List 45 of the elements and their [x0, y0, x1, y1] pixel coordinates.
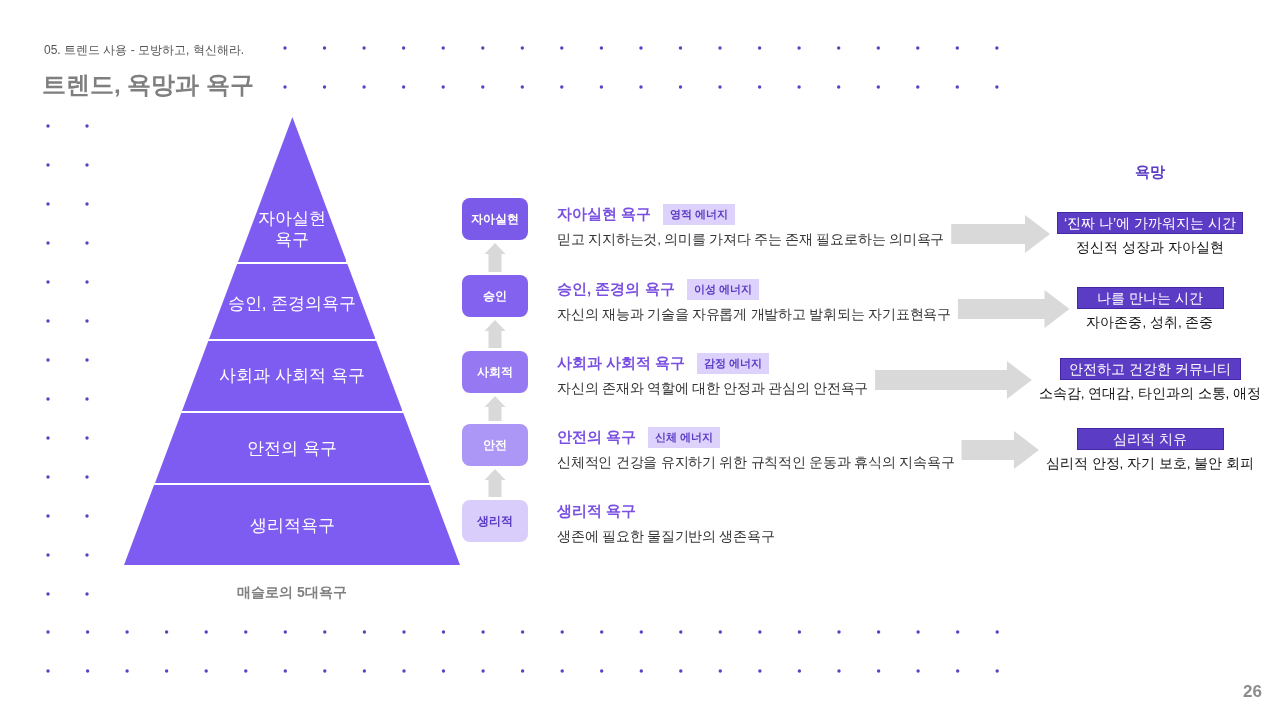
band-label: 승인, 존경의욕구 — [227, 292, 357, 314]
page-title: 트렌드, 욕망과 욕구 — [42, 70, 254, 100]
subtitle-text: 소속감, 연대감, 타인과의 소통, 애정 — [1038, 385, 1262, 402]
block-arrow — [961, 431, 1039, 469]
level-description: 신체적인 건강을 유지하기 위한 규칙적인 운동과 휴식의 지속욕구 — [557, 454, 955, 471]
band-label: 사회과 사회적 욕구 — [219, 364, 365, 386]
block-arrow — [484, 396, 506, 421]
tag-chip: 신체 에너지 — [648, 426, 721, 448]
section-header: 05. 트렌드 사용 - 모방하고, 혁신해라. — [44, 42, 244, 59]
page-number: 26 — [1243, 682, 1262, 702]
level-heading: 사회과 사회적 욕구 — [557, 353, 686, 373]
band-label: 생리적욕구 — [249, 514, 335, 536]
level-box: 승인 — [462, 275, 528, 317]
title-bar: ‘진짜 나’에 가까워지는 시간 — [1057, 212, 1243, 234]
column-heading: 욕망 — [1135, 162, 1165, 182]
level-box: 사회적 — [462, 351, 528, 393]
band-label: 안전의 욕구 — [247, 437, 337, 459]
band-label: 자아실현 욕구 — [258, 208, 326, 250]
level-heading: 승인, 존경의 욕구 — [557, 279, 675, 299]
tag-chip: 이성 에너지 — [686, 278, 759, 300]
block-arrow — [484, 320, 506, 348]
level-description: 자신의 존재와 역할에 대한 안정과 관심의 안전욕구 — [557, 380, 869, 397]
title-bar: 심리적 치유 — [1076, 428, 1224, 450]
level-box: 안전 — [462, 424, 528, 466]
subtitle-text: 정신적 성장과 자아실현 — [1076, 239, 1224, 256]
level-heading: 자아실현 욕구 — [557, 204, 652, 224]
block-arrow — [484, 243, 506, 272]
block-arrow — [875, 361, 1032, 399]
level-heading: 안전의 욕구 — [557, 427, 637, 447]
level-box: 자아실현 — [462, 198, 528, 240]
title-bar: 나를 만나는 시간 — [1076, 287, 1224, 309]
subtitle-text: 심리적 안정, 자기 보호, 불안 회피 — [1045, 455, 1255, 472]
title-bar: 안전하고 건강한 커뮤니티 — [1059, 358, 1241, 380]
level-box: 생리적 — [462, 500, 528, 542]
subtitle-text: 자아존중, 성취, 존중 — [1086, 314, 1214, 331]
tag-chip: 감정 에너지 — [697, 352, 770, 374]
pyramid-caption: 매슬로의 5대욕구 — [237, 583, 347, 602]
level-description: 자신의 재능과 기술을 자유롭게 개발하고 발휘되는 자기표현욕구 — [557, 306, 951, 323]
level-description: 믿고 지지하는것, 의미를 가져다 주는 존재 필요로하는 의미욕구 — [557, 231, 945, 248]
block-arrow — [484, 469, 506, 497]
tag-chip: 영적 에너지 — [663, 203, 736, 225]
block-arrow — [957, 290, 1070, 328]
block-arrow — [951, 215, 1050, 253]
level-description: 생존에 필요한 물질기반의 생존욕구 — [557, 528, 775, 545]
level-heading: 생리적 욕구 — [557, 501, 637, 521]
